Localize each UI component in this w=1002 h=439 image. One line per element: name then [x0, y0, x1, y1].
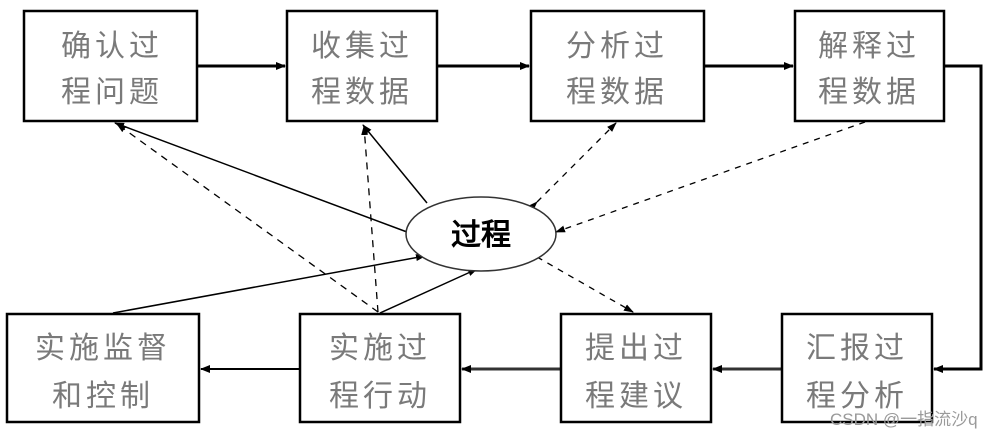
dashed-process-propose: [527, 249, 634, 313]
box-monitor-line2: 和控制: [52, 379, 154, 414]
dashed-interpret-to-process: [555, 121, 866, 233]
box-collect: 收集过 程数据: [285, 9, 439, 123]
box-propose-line2: 程建议: [585, 379, 687, 414]
dashed-process-analyze: [528, 122, 617, 211]
box-propose: 提出过 程建议: [559, 312, 713, 424]
box-monitor-line1: 实施监督: [35, 331, 171, 366]
solid-feedback-arrows: [112, 122, 478, 314]
process-label: 过程: [451, 218, 511, 253]
box-analyze-line1: 分析过: [566, 29, 668, 64]
arrow-process-to-collect: [362, 124, 428, 204]
box-interpret-line1: 解释过: [818, 29, 920, 64]
arrow-process-to-identify: [114, 122, 408, 233]
box-analyze: 分析过 程数据: [529, 9, 706, 123]
box-implement: 实施过 程行动: [298, 312, 462, 424]
process-node: 过程: [405, 196, 557, 272]
box-identify: 确认过 程问题: [22, 9, 199, 123]
arrow-monitor-to-process: [112, 254, 426, 314]
box-identify-line2: 程问题: [61, 75, 163, 110]
dashed-implement-to-identify: [116, 123, 379, 313]
box-implement-line1: 实施过: [329, 331, 431, 366]
box-collect-line2: 程数据: [311, 75, 413, 110]
process-ellipse: [405, 196, 557, 272]
dashed-arrows: [116, 121, 866, 313]
box-implement-line2: 程行动: [329, 379, 431, 414]
box-report: 汇报过 程分析: [780, 312, 934, 424]
box-propose-line1: 提出过: [585, 331, 687, 366]
arrow-interpret-to-report: [933, 64, 983, 373]
box-monitor: 实施监督 和控制: [5, 312, 201, 424]
box-report-line1: 汇报过: [806, 331, 908, 366]
box-identify-line1: 确认过: [61, 29, 163, 64]
box-collect-line1: 收集过: [311, 29, 413, 64]
main-flow-arrows: [197, 62, 983, 373]
arrow-implement-to-process: [379, 268, 478, 314]
box-interpret: 解释过 程数据: [793, 9, 946, 123]
box-analyze-line2: 程数据: [566, 75, 668, 110]
dashed-implement-to-collect: [361, 125, 379, 313]
box-interpret-line2: 程数据: [818, 75, 920, 110]
watermark: CSDN @一指流沙q: [830, 410, 978, 429]
box-report-line2: 程分析: [806, 379, 908, 414]
